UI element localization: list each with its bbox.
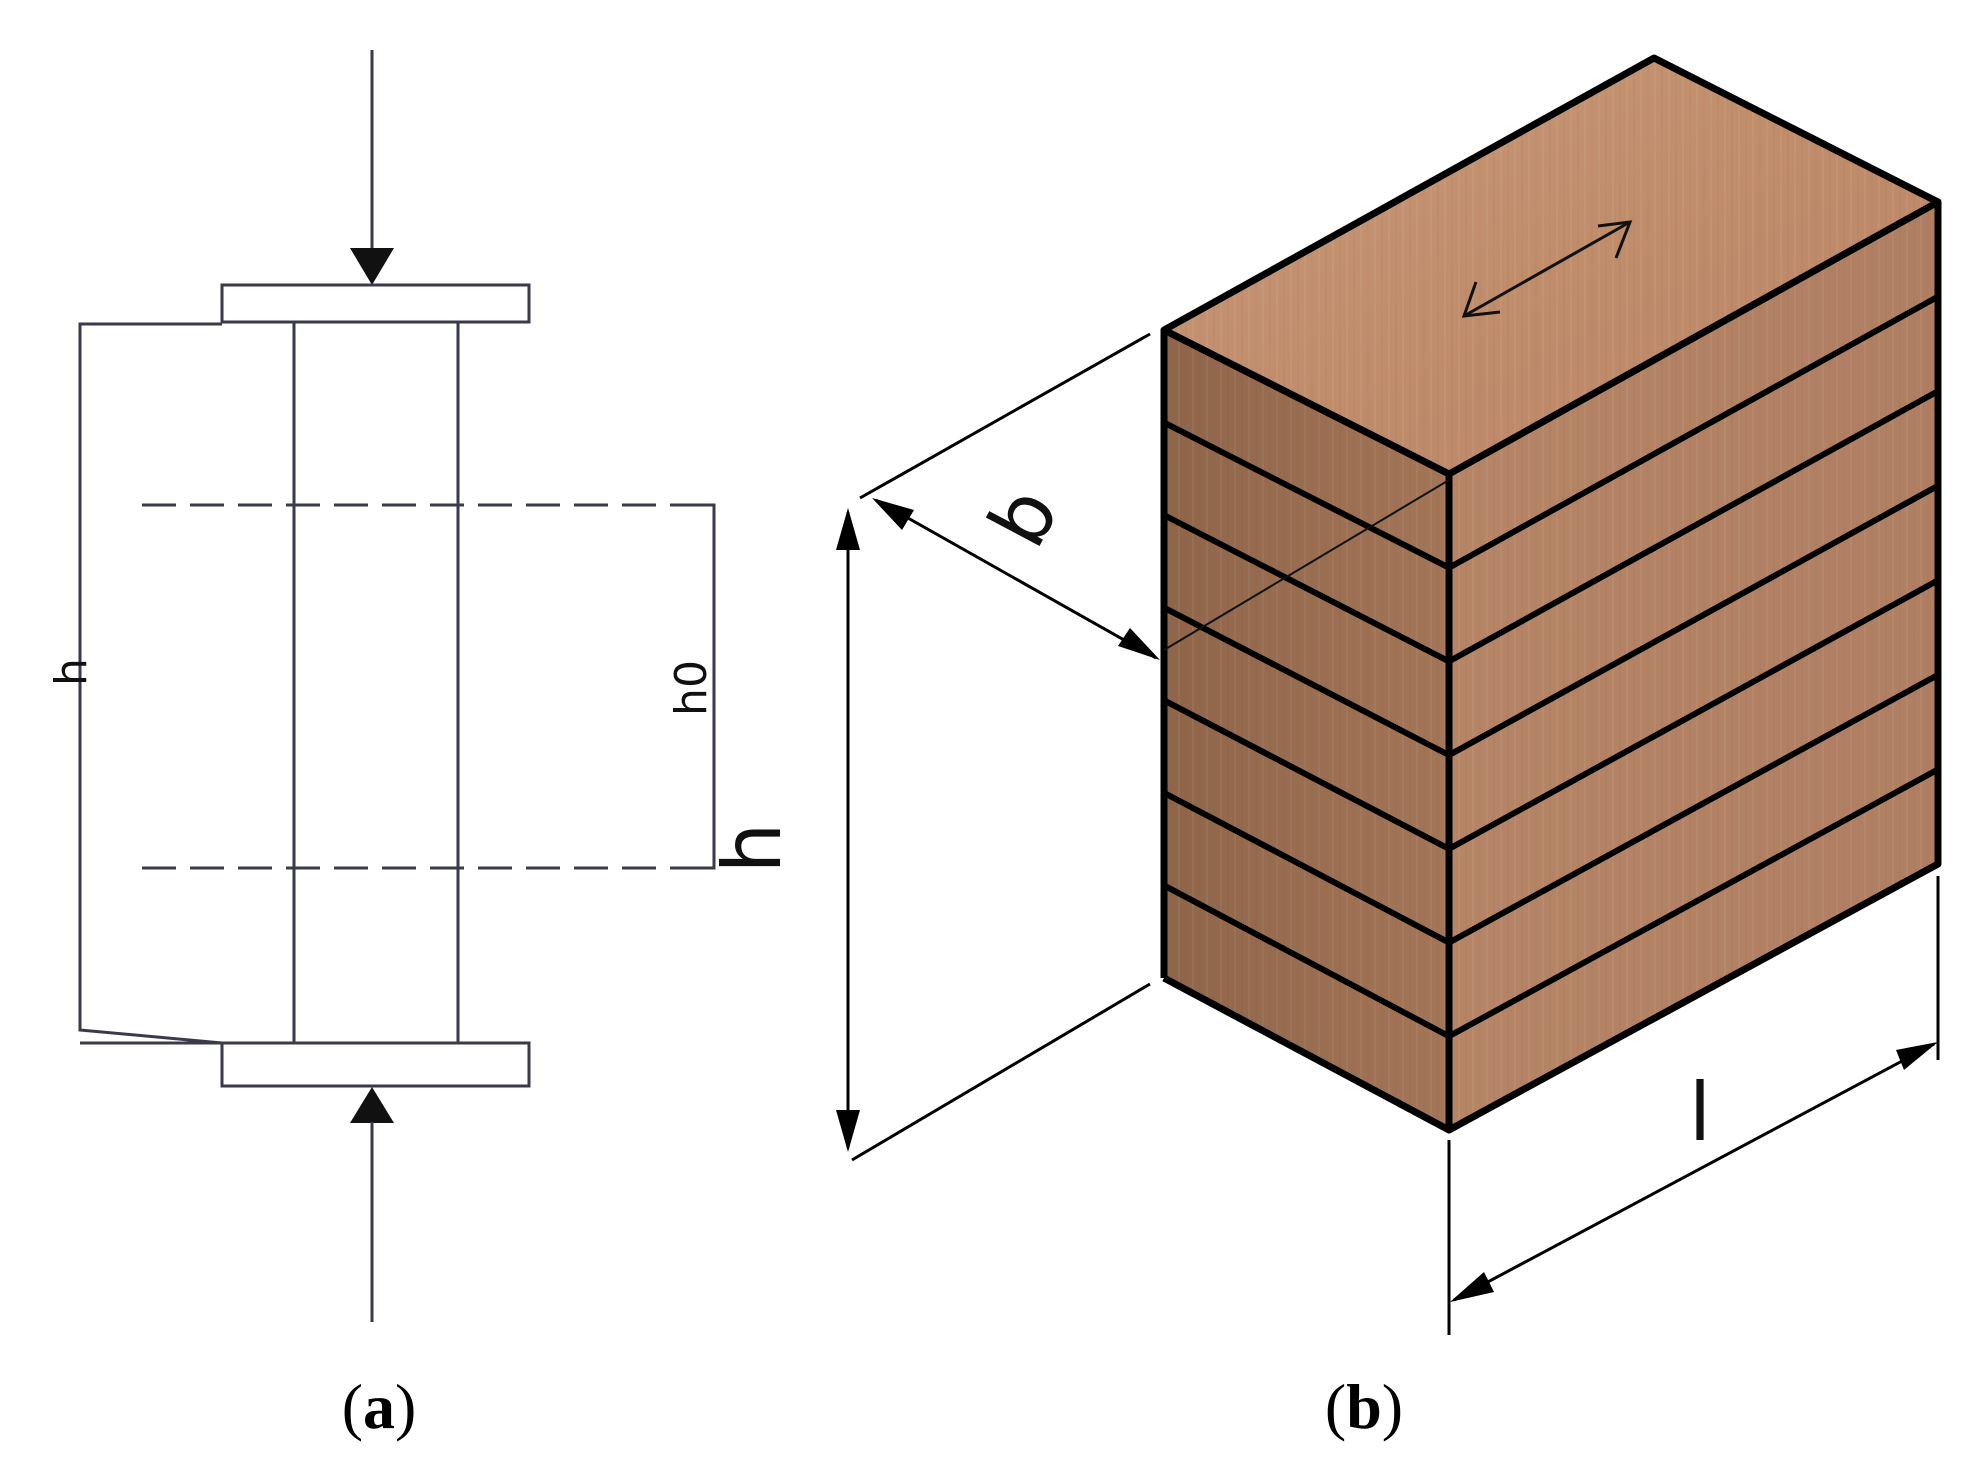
bottom-load-arrow-head	[350, 1087, 394, 1123]
hidden-edge-line	[1163, 479, 1450, 651]
panel-a-caption: (a)	[342, 1371, 417, 1442]
panel-b-label-h: h	[706, 823, 799, 874]
panel-a-label-h: h	[46, 658, 97, 686]
grain-direction-arrow	[1461, 220, 1633, 318]
panel-a-diagram	[78, 50, 716, 1322]
bottom-loading-plate	[220, 1041, 531, 1088]
panel-b-dimensions	[836, 332, 1940, 1335]
b-dimension-line	[875, 498, 1157, 660]
panel-b-label-b: b	[971, 473, 1077, 561]
h0-dimension-bracket	[700, 503, 716, 870]
panel-a-label-h0: h0	[666, 660, 717, 716]
top-loading-plate	[220, 283, 531, 324]
panel-b-label-l: l	[1689, 1066, 1711, 1159]
glulam-block	[1160, 54, 1942, 1134]
h-dimension-bracket	[78, 322, 223, 1045]
l-dimension-line	[1453, 1042, 1935, 1302]
top-load-arrow-head	[350, 248, 394, 285]
panel-b-caption: (b)	[1325, 1371, 1403, 1442]
